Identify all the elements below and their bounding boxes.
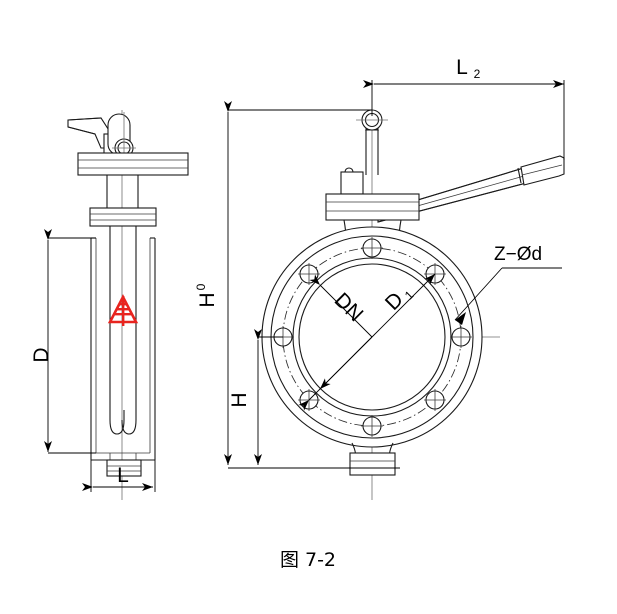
- dimension-label-L2-subscript: 2: [474, 67, 481, 81]
- dimension-label-H0-subscript: 0: [194, 283, 208, 290]
- bottom-plug-side: [106, 459, 142, 477]
- top-mounting-plate-front: [325, 193, 420, 221]
- neck-flange-side: [89, 207, 157, 227]
- dimension-label-L2: L: [456, 56, 468, 79]
- figure-caption: 图 7-2: [280, 549, 336, 571]
- side-elevation-view: D L: [30, 110, 189, 500]
- dimension-label-D: D: [30, 347, 53, 362]
- front-elevation-view: DN D 1 Z−Ød H 0 H: [194, 56, 565, 500]
- dimension-L2: L 2: [363, 56, 565, 160]
- manufacturer-logo: [107, 294, 139, 326]
- dimension-H: H: [228, 329, 283, 465]
- handle-lever-front[interactable]: [377, 155, 565, 223]
- valve-stem-side: [109, 226, 137, 245]
- bore-circle: [298, 263, 446, 411]
- valve-neck-side: [106, 175, 139, 208]
- bolt-hole: [361, 415, 383, 437]
- dimension-H0: H 0: [194, 101, 400, 469]
- leader-Z-od: Z−Ød: [454, 244, 562, 325]
- stem-pivot-front: [356, 109, 388, 175]
- dimension-label-H: H: [228, 392, 251, 407]
- leader-label-Z-od: Z−Ød: [494, 244, 542, 265]
- top-mounting-plate-side: [77, 152, 189, 176]
- dimension-label-L: L: [117, 464, 129, 487]
- dimension-D: D: [30, 229, 96, 454]
- bolt-hole: [424, 389, 446, 411]
- dimension-L: L: [82, 460, 156, 492]
- bolt-hole: [361, 237, 383, 259]
- bolt-hole: [450, 326, 472, 348]
- stop-block-front: [340, 167, 364, 195]
- dimension-label-H0: H: [196, 292, 219, 307]
